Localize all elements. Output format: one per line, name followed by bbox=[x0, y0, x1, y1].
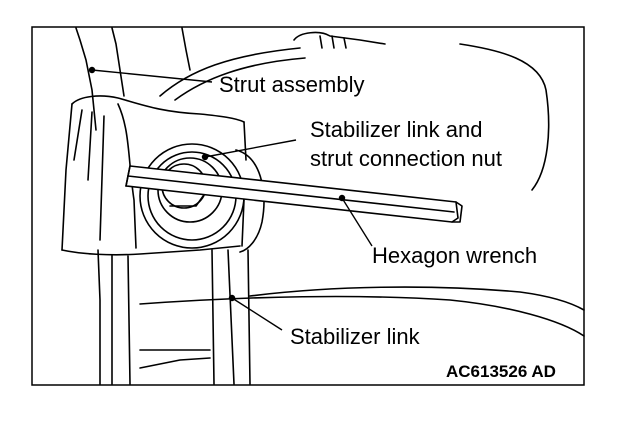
nut-label-line2: strut connection nut bbox=[310, 146, 503, 171]
figure-frame bbox=[31, 26, 585, 386]
nut-label-line1: Stabilizer link and bbox=[310, 117, 483, 142]
stabilizer-link-label: Stabilizer link bbox=[290, 324, 420, 349]
figure-code: AC613526 AD bbox=[446, 362, 556, 381]
leader-lines bbox=[91, 69, 373, 331]
hexagon-wrench-label: Hexagon wrench bbox=[372, 243, 538, 268]
line-drawing bbox=[61, 27, 585, 385]
leader-dots bbox=[88, 66, 346, 302]
strut-assembly-label: Strut assembly bbox=[219, 72, 365, 97]
